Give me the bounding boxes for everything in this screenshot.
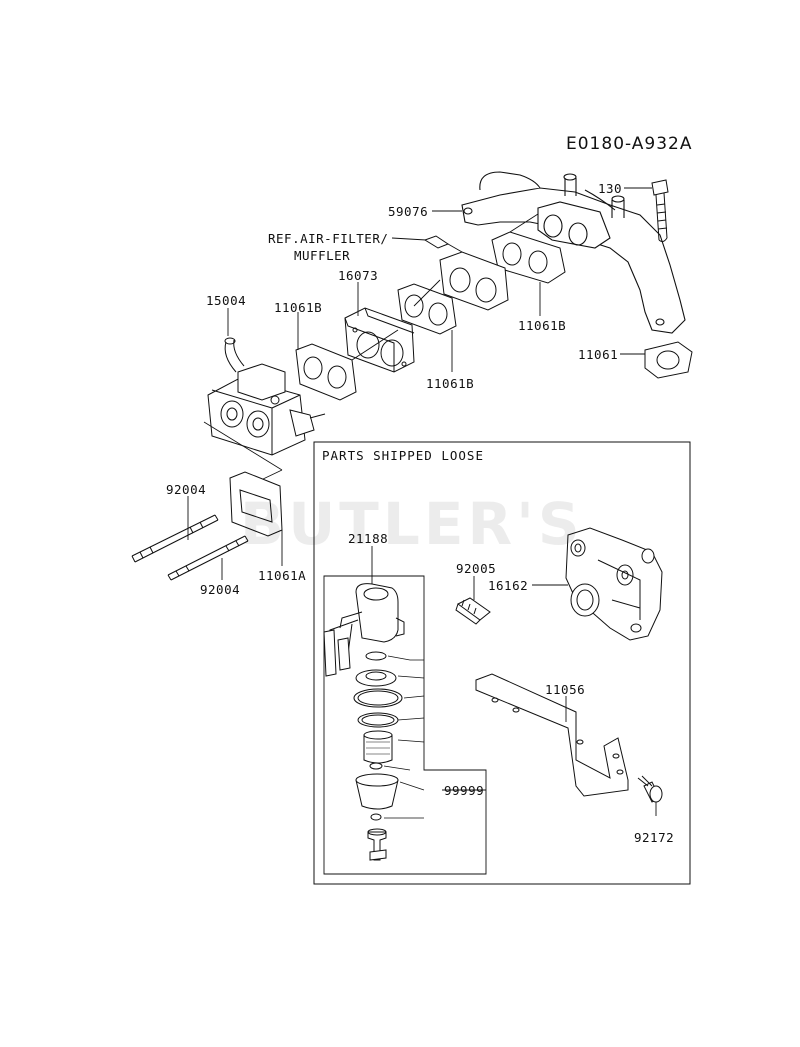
- part-label-11061b-middle[interactable]: 11061B: [426, 376, 475, 391]
- gasket-11061b-carb-icon: [296, 344, 356, 400]
- parts-shipped-loose-title: PARTS SHIPPED LOOSE: [322, 448, 484, 463]
- ref-label-line2: MUFFLER: [294, 248, 351, 263]
- part-label-130[interactable]: 130: [598, 181, 623, 196]
- part-label-16073[interactable]: 16073: [338, 268, 379, 283]
- parts-shipped-loose-box: [314, 442, 690, 884]
- part-label-16162[interactable]: 16162: [488, 578, 529, 593]
- bolt-130-icon: [652, 180, 668, 242]
- kit-99999-bracket: [324, 576, 486, 874]
- stud-92004-upper-icon: [132, 515, 218, 562]
- part-label-92172[interactable]: 92172: [634, 830, 675, 845]
- diagram-code: E0180-A932A: [566, 134, 693, 154]
- part-label-11056[interactable]: 11056: [545, 682, 586, 697]
- fuel-solenoid-21188-icon: [324, 584, 404, 676]
- ref-plate-icon: [425, 236, 508, 310]
- watermark-text: BUTLER'S: [240, 490, 584, 558]
- part-label-15004[interactable]: 15004: [206, 293, 247, 308]
- ref-label-line1: REF.AIR-FILTER/: [268, 231, 389, 246]
- part-label-59076[interactable]: 59076: [388, 204, 429, 219]
- carburetor-15004-icon: [208, 338, 325, 455]
- part-label-11061[interactable]: 11061: [578, 347, 619, 362]
- bracket-11056-icon: [476, 674, 628, 796]
- gasket-11061-icon: [645, 342, 692, 378]
- kit-components-icon: [354, 652, 402, 860]
- exhaust-manifold-icon: [462, 172, 685, 333]
- spacer-16073-icon: [345, 308, 414, 372]
- part-label-92004-lower[interactable]: 92004: [200, 582, 241, 597]
- part-label-92005[interactable]: 92005: [456, 561, 497, 576]
- fuel-pump-16162-icon: [566, 528, 662, 640]
- stud-92004-lower-icon: [168, 536, 248, 580]
- gasket-11061b-middle-icon: [398, 284, 456, 334]
- part-label-92004-upper[interactable]: 92004: [166, 482, 207, 497]
- part-label-99999[interactable]: 99999: [444, 783, 485, 798]
- bolt-92172-icon: [638, 776, 662, 802]
- part-label-11061a[interactable]: 11061A: [258, 568, 307, 583]
- fitting-92005-icon: [456, 598, 490, 624]
- leader-lines: [188, 188, 656, 816]
- part-label-21188[interactable]: 21188: [348, 531, 389, 546]
- part-label-11061b-manifold[interactable]: 11061B: [518, 318, 567, 333]
- part-label-11061b-carb[interactable]: 11061B: [274, 300, 323, 315]
